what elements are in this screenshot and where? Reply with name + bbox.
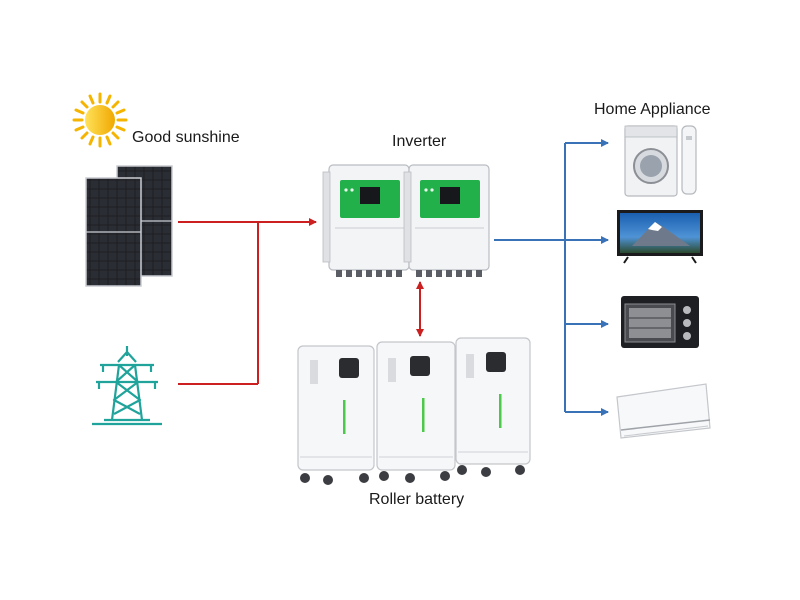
battery-icon <box>297 337 531 485</box>
output-connection-lines <box>494 139 609 416</box>
solar-panel-icon <box>85 165 173 287</box>
sun-icon <box>72 92 128 148</box>
oven-icon <box>621 296 699 348</box>
battery-label: Roller battery <box>369 491 465 508</box>
tv-icon <box>617 210 703 264</box>
home-appliance-label: Home Appliance <box>594 101 711 118</box>
washing-machine-icon <box>624 125 697 197</box>
inverter-icon <box>322 164 490 277</box>
input-connection-lines <box>178 218 317 385</box>
air-conditioner-icon <box>616 383 711 439</box>
sunshine-label: Good sunshine <box>132 129 240 146</box>
inverter-label: Inverter <box>392 133 447 150</box>
power-tower-icon <box>92 346 162 426</box>
